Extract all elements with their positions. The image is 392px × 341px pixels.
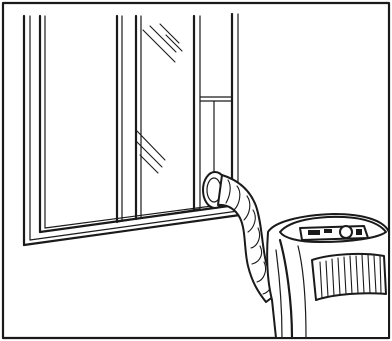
window-frame [24,14,240,245]
front-grille [312,254,386,300]
window-sash [117,16,200,222]
glass-reflection [136,24,182,173]
vent-slider-panel [200,97,232,176]
portable-ac-unit [267,214,389,338]
